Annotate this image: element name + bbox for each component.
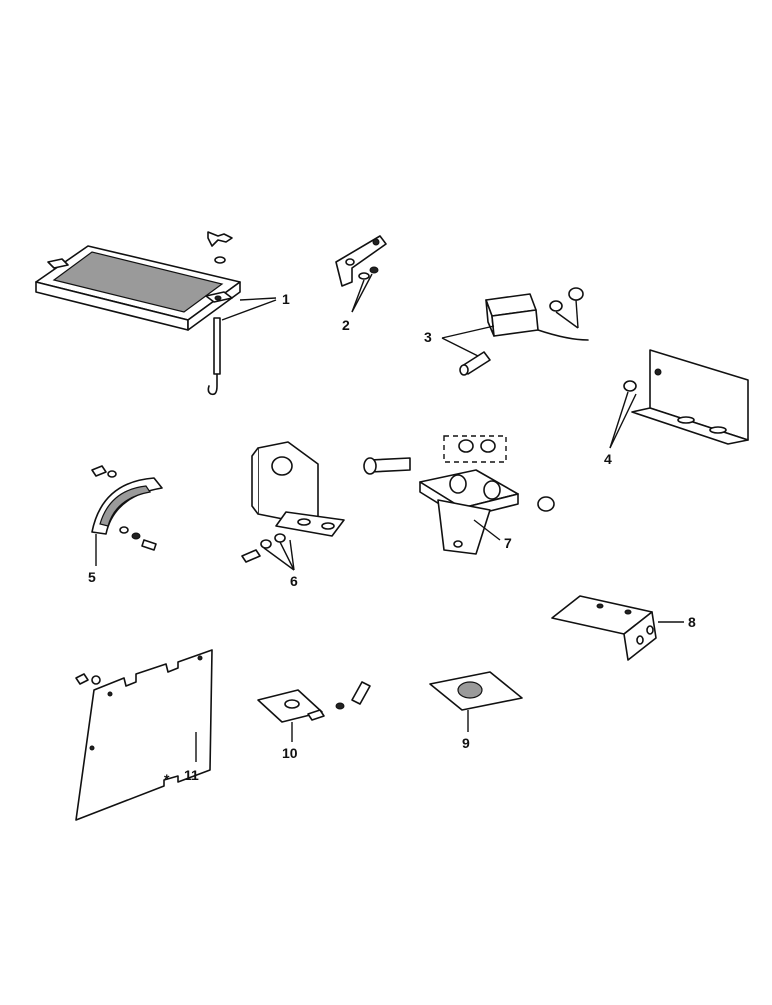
callout-3: 3: [424, 329, 432, 345]
part-3-mount-block: [459, 287, 589, 376]
callout-4: 4: [604, 451, 612, 467]
callout-9: 9: [462, 735, 470, 751]
part-11-cover-plate: [75, 649, 213, 821]
part-1-battery-tray: [35, 231, 241, 396]
callout-10: 10: [282, 745, 298, 761]
part-10-small-bracket: [257, 681, 371, 723]
callout-2: 2: [342, 317, 350, 333]
part-2-bracket: [335, 235, 387, 287]
callout-11: 11: [184, 767, 199, 783]
callout-asterisk: *: [164, 771, 170, 787]
callout-5: 5: [88, 569, 96, 585]
part-6-mounting-bracket: [241, 441, 345, 563]
part-9-plate: [429, 671, 523, 711]
part-5-curved-strap: [91, 465, 163, 551]
callout-1: 1: [282, 291, 290, 307]
part-4-angle-bracket: [623, 349, 749, 445]
part-7-pivot-bracket: [363, 435, 555, 555]
part-8-flat-bracket: [551, 595, 657, 661]
callout-8: 8: [688, 614, 696, 630]
callout-7: 7: [504, 535, 512, 551]
callout-6: 6: [290, 573, 298, 589]
